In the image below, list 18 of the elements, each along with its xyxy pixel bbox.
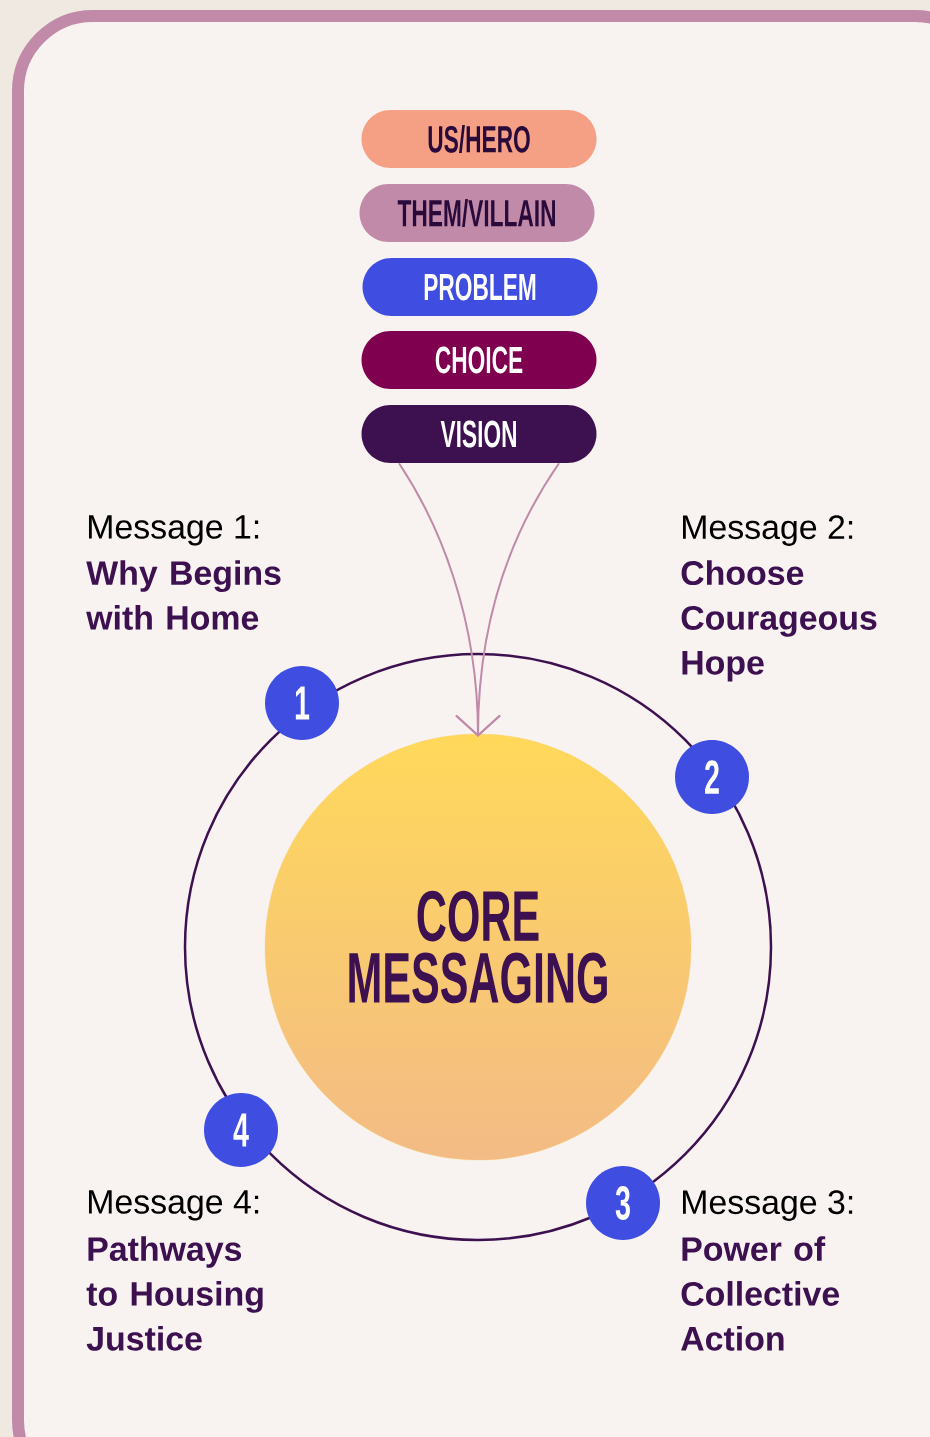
number-badge: 1 [265,666,339,740]
message-title: Choose Courageous Hope [681,560,877,682]
message-label: Message 4: [89,1190,259,1221]
label-pill: US/HERO [361,110,597,168]
message-label: Message 2: [683,515,853,546]
message-label: Message 3: [683,1190,853,1221]
label-pill: THEM/VILLAIN [359,184,595,242]
message-label: Message 1: [89,515,259,546]
label-pill: VISION [361,405,597,463]
arrow [455,462,560,737]
message-title: Pathways to Housing Justice [86,1236,263,1351]
number-badge: 2 [675,740,749,814]
number-badge: 3 [586,1166,660,1240]
message-title: Why Begins with Home [86,560,281,630]
label-pill: PROBLEM [362,258,598,316]
label-pill: CHOICE [361,331,597,389]
number-badge: 4 [204,1093,278,1167]
message-title: Power of Collective Action [681,1236,840,1351]
